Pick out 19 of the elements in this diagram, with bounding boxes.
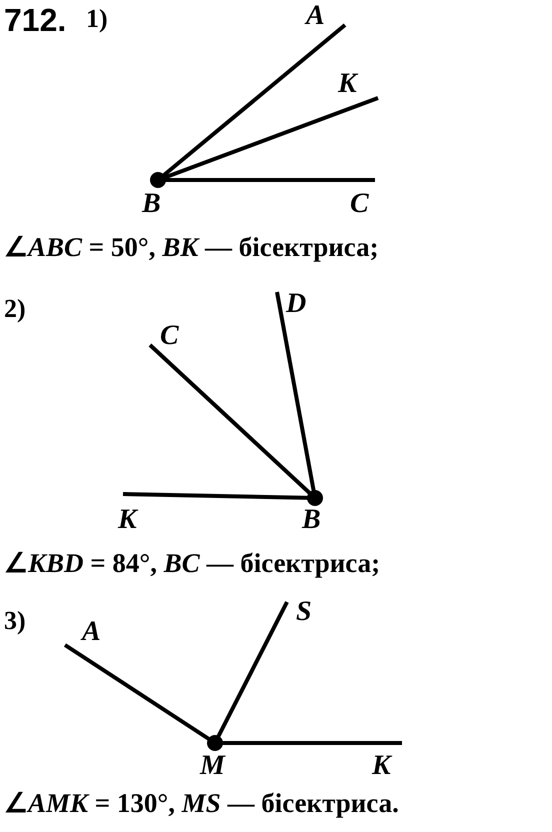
- part-number: 3): [4, 608, 26, 634]
- point-label: A: [306, 2, 325, 30]
- point-label: B: [142, 190, 161, 218]
- angle-statement: ∠ABC = 50°, BK — бісектриса;: [4, 234, 379, 261]
- point-label: K: [338, 70, 357, 98]
- point-label: D: [286, 290, 306, 318]
- point-label: B: [302, 506, 321, 534]
- point-label: C: [160, 322, 179, 350]
- part-number: 2): [4, 296, 26, 322]
- problem-number: 712.: [4, 4, 66, 36]
- point-label: A: [82, 618, 101, 646]
- point-label: K: [118, 506, 137, 534]
- point-label: M: [200, 752, 225, 780]
- point-label: C: [350, 190, 369, 218]
- point-label: K: [372, 752, 391, 780]
- angle-statement: ∠KBD = 84°, BC — бісектриса;: [4, 550, 380, 577]
- point-label: S: [296, 598, 312, 626]
- part-number: 1): [86, 6, 108, 32]
- angle-statement: ∠AMK = 130°, MS — бісектриса.: [4, 790, 399, 817]
